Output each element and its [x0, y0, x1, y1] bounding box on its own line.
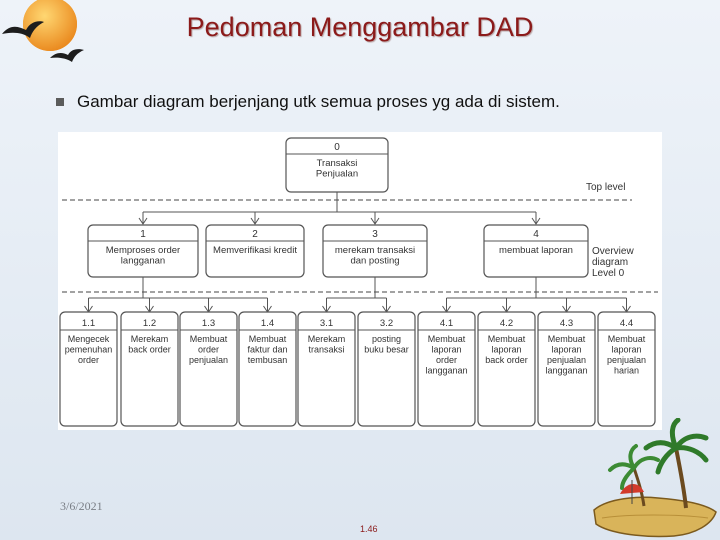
node-0-label: Transaksi: [317, 158, 358, 169]
node-l2-label: back order: [128, 345, 171, 355]
node-l2-box: [120, 311, 179, 427]
level-label-top: Top level: [586, 182, 625, 193]
slide-title: Pedoman Menggambar DAD: [186, 12, 534, 42]
node-l2-label: langganan: [545, 366, 587, 376]
node-l2-label: Membuat: [548, 334, 586, 344]
node-l1-label: membuat laporan: [499, 245, 573, 256]
node-l2-id: 3.1: [320, 318, 333, 329]
node-l1-id: 1: [140, 229, 146, 240]
node-l2-label: order: [436, 355, 457, 365]
node-l2-label: Merekam: [131, 334, 169, 344]
node-l1-id: 4: [533, 229, 539, 240]
node-l2-box: [537, 311, 596, 427]
node-l1-id: 2: [252, 229, 258, 240]
node-l2-label: penjualan: [547, 355, 586, 365]
node-l2-id: 1.1: [82, 318, 95, 329]
node-l1-id: 3: [372, 229, 378, 240]
node-l2-label: penjualan: [189, 355, 228, 365]
connector-arrow-l1-head: [370, 217, 380, 225]
node-l2-label: transaksi: [308, 345, 344, 355]
node-l2-label: laporan: [551, 345, 581, 355]
node-l2-label: pemenuhan: [65, 345, 113, 355]
node-l2-id: 1.2: [143, 318, 156, 329]
node-l2-box: [417, 311, 476, 427]
node-l2-label: Membuat: [190, 334, 228, 344]
node-l2-label: Mengecek: [68, 334, 110, 344]
node-l2-label: Membuat: [428, 334, 466, 344]
node-l2-box: [357, 311, 416, 427]
node-l2-label: order: [198, 345, 219, 355]
node-l1-label: langganan: [121, 256, 165, 267]
node-l2-label: laporan: [611, 345, 641, 355]
node-l2-label: Membuat: [249, 334, 287, 344]
node-l2-box: [597, 311, 656, 427]
sun-birds-logo-icon: [2, 0, 84, 62]
bullet-text: Gambar diagram berjenjang utk semua pros…: [77, 92, 560, 111]
level-label-overview: Overview: [592, 246, 634, 257]
page-number: 1.46: [360, 524, 378, 534]
node-l2-label: laporan: [491, 345, 521, 355]
node-l2-box: [59, 311, 118, 427]
connector-arrow-l1-head: [138, 217, 148, 225]
node-l2-box: [297, 311, 356, 427]
bullet-marker: [56, 98, 64, 106]
node-l1-label: dan posting: [350, 256, 399, 267]
node-l2-label: order: [78, 355, 99, 365]
node-l2-label: tembusan: [248, 355, 288, 365]
level-label-overview: diagram: [592, 257, 628, 268]
node-l2-box: [477, 311, 536, 427]
node-l2-id: 3.2: [380, 318, 393, 329]
node-l2-label: posting: [372, 334, 401, 344]
node-l2-label: buku besar: [364, 345, 409, 355]
node-l2-label: Merekam: [308, 334, 346, 344]
connector-arrow-l1-head: [531, 217, 541, 225]
node-l2-label: harian: [614, 366, 639, 376]
node-l2-id: 4.1: [440, 318, 453, 329]
node-0-id: 0: [334, 142, 340, 153]
node-l1-label: Memproses order: [106, 245, 180, 256]
node-l2-id: 4.3: [560, 318, 573, 329]
node-l2-label: laporan: [431, 345, 461, 355]
node-l1-label: merekam transaksi: [335, 245, 415, 256]
node-l2-box: [179, 311, 238, 427]
node-l2-label: faktur dan: [247, 345, 287, 355]
node-l2-id: 4.2: [500, 318, 513, 329]
node-l2-id: 1.3: [202, 318, 215, 329]
node-l2-id: 4.4: [620, 318, 633, 329]
palm-island-icon: [593, 418, 717, 538]
node-l2-id: 1.4: [261, 318, 274, 329]
bullet-item: Gambar diagram berjenjang utk semua pros…: [56, 92, 696, 112]
node-l2-box: [238, 311, 297, 427]
footer-date: 3/6/2021: [60, 499, 103, 513]
node-l2-label: back order: [485, 355, 528, 365]
level-label-overview: Level 0: [592, 268, 625, 279]
node-l2-label: langganan: [425, 366, 467, 376]
node-l2-label: penjualan: [607, 355, 646, 365]
connector-arrow-l1-head: [250, 217, 260, 225]
node-l1-box: [205, 224, 305, 278]
node-l1-label: Memverifikasi kredit: [213, 245, 297, 256]
node-0-label: Penjualan: [316, 169, 358, 180]
node-l2-label: Membuat: [488, 334, 526, 344]
node-l2-label: Membuat: [608, 334, 646, 344]
